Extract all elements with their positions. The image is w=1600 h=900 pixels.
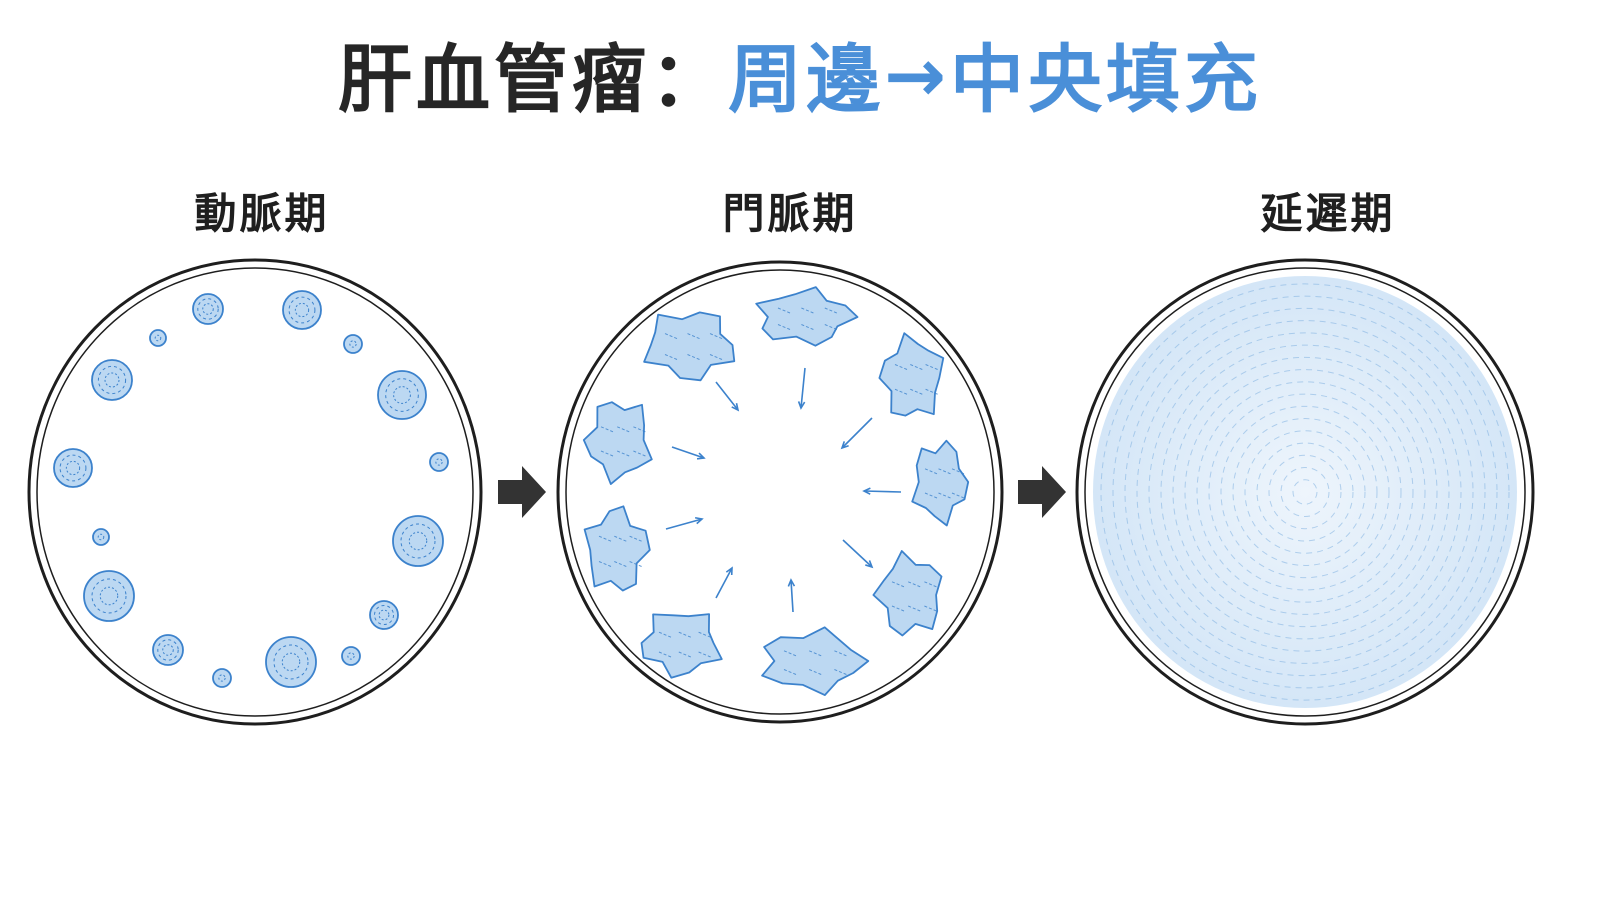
arterial-phase-panel	[27, 258, 483, 726]
peripheral-nodules	[53, 290, 449, 688]
lesion-outline-outer	[556, 260, 1004, 724]
texture-ring	[1292, 479, 1318, 505]
inward-arrows	[665, 367, 902, 613]
nodule	[192, 293, 224, 325]
phase-label-portal: 門脈期	[722, 189, 858, 238]
phase-label-arterial: 動脈期	[194, 189, 330, 238]
title-highlight-start: 周邊	[727, 37, 884, 123]
nodule	[53, 448, 93, 488]
texture-ring	[1256, 442, 1354, 542]
nodule	[152, 634, 184, 666]
lesion-outline-inner	[36, 267, 474, 717]
enhancement-blob	[878, 332, 945, 417]
nodule	[149, 329, 167, 347]
inward-arrow	[842, 539, 874, 569]
lesion-outline-inner	[1084, 267, 1526, 717]
enhancement-blob	[640, 613, 723, 679]
complete-fill	[1093, 276, 1517, 708]
enhancement-blob	[582, 401, 653, 485]
texture-ring	[1172, 356, 1438, 628]
inward-arrow	[671, 446, 706, 460]
texture-ring	[1184, 369, 1426, 615]
lesion-outline-outer	[1075, 258, 1535, 726]
title-prefix: 肝血管瘤：	[337, 37, 728, 123]
enhancement-blob	[911, 439, 970, 527]
fill-texture	[1100, 283, 1510, 701]
nodule	[369, 600, 399, 630]
inward-arrow	[715, 566, 733, 599]
texture-ring	[1196, 381, 1414, 603]
texture-ring	[1280, 467, 1330, 517]
nodule	[341, 646, 361, 666]
inward-arrow	[787, 578, 796, 613]
connector-arrow-2	[1018, 466, 1066, 518]
nodule	[212, 668, 232, 688]
texture-ring	[1112, 295, 1498, 689]
lesion-outline-inner	[565, 269, 995, 715]
texture-ring	[1208, 393, 1402, 591]
centripetal-enhancement	[582, 286, 970, 696]
texture-ring	[1124, 307, 1486, 677]
nodule	[83, 570, 135, 622]
texture-ring	[1232, 418, 1378, 566]
nodule	[343, 334, 363, 354]
texture-ring	[1148, 332, 1462, 652]
texture-ring	[1100, 283, 1510, 701]
texture-ring	[1268, 454, 1342, 530]
inward-arrow	[665, 516, 704, 530]
nodule	[392, 515, 444, 567]
enhancement-blob	[755, 286, 859, 347]
nodule	[265, 636, 317, 688]
portal-phase-panel	[556, 260, 1004, 724]
enhancement-blob	[583, 505, 651, 592]
nodule	[92, 528, 110, 546]
inward-arrow	[797, 367, 806, 410]
nodule	[377, 370, 427, 420]
enhancement-blob	[761, 626, 870, 696]
nodule	[429, 452, 449, 472]
enhancement-blob	[872, 550, 943, 637]
connector-arrow-1	[498, 466, 546, 518]
texture-ring	[1160, 344, 1450, 640]
texture-ring	[1136, 320, 1474, 664]
texture-ring	[1220, 405, 1390, 579]
nodule	[282, 290, 322, 330]
title-highlight-end: 中央填充	[950, 37, 1262, 123]
inward-arrow	[840, 417, 873, 450]
title-arrow: →	[883, 33, 950, 119]
texture-ring	[1244, 430, 1366, 554]
enhancement-blob	[643, 311, 736, 382]
inward-arrow	[715, 381, 740, 412]
inward-arrow	[862, 487, 902, 495]
nodule	[91, 359, 133, 401]
page-title: 肝血管瘤：周邊→中央填充	[0, 30, 1600, 130]
phase-label-delayed: 延遲期	[1260, 189, 1396, 238]
lesion-outline-outer	[27, 258, 483, 726]
delayed-phase-panel	[1075, 258, 1535, 726]
